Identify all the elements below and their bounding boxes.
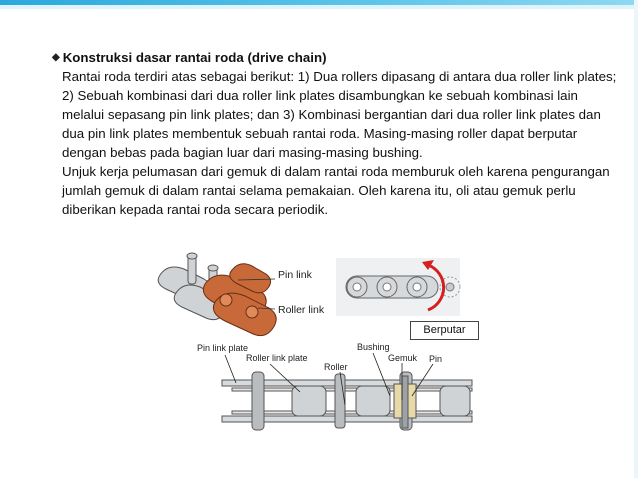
top-accent-bar-light	[0, 5, 638, 9]
label-pin-link-plate: Pin link plate	[197, 343, 249, 353]
chain-rotation-illustration	[336, 258, 461, 316]
label-pin: Pin	[429, 354, 443, 364]
chain-cross-section	[221, 371, 473, 431]
label-bushing: Bushing	[357, 342, 390, 352]
label-roller-link-plate: Roller link plate	[246, 353, 308, 363]
label-roller-link: Roller link	[278, 304, 325, 316]
paragraph-lubrication: Unjuk kerja pelumasan dari gemuk di dala…	[62, 164, 610, 217]
slide-content: ◆ Konstruksi dasar rantai roda (drive ch…	[52, 48, 618, 219]
slide-heading: ◆ Konstruksi dasar rantai roda (drive ch…	[52, 48, 618, 67]
diamond-bullet-icon: ◆	[52, 52, 60, 63]
label-gemuk: Gemuk	[388, 353, 418, 363]
top-accent-bar	[0, 0, 638, 5]
label-roller: Roller	[324, 362, 348, 372]
chain-3d-illustration	[157, 252, 277, 337]
heading-text: Konstruksi dasar rantai roda (drive chai…	[62, 50, 327, 65]
right-edge-stripe	[634, 0, 638, 478]
label-pin-link: Pin link	[278, 269, 312, 281]
label-berputar: Berputar	[410, 321, 479, 340]
paragraph-construction: Rantai roda terdiri atas sebagai berikut…	[62, 69, 617, 160]
